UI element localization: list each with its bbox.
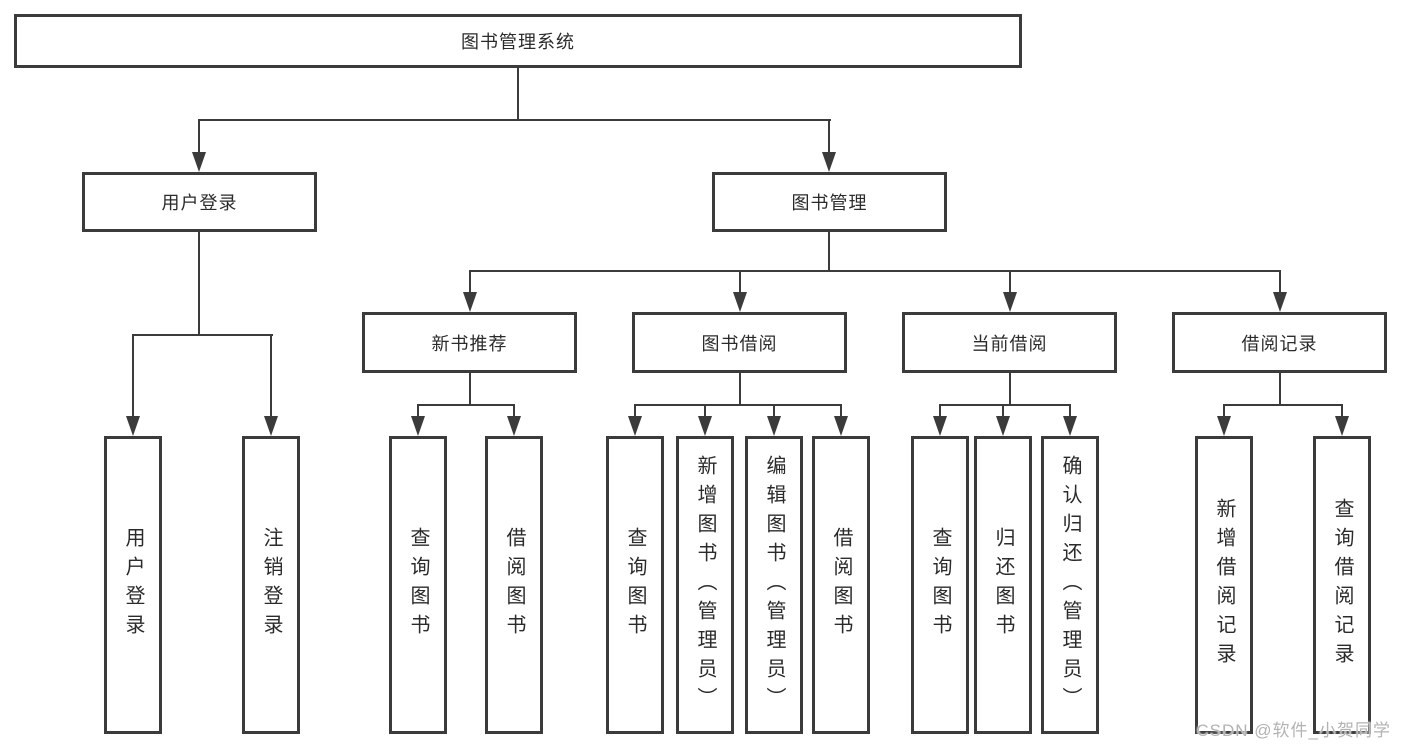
- node-borrowing-records: 借阅记录: [1172, 312, 1387, 373]
- connector-vline: [1009, 373, 1011, 406]
- connector-vline: [840, 404, 842, 419]
- leaf-query-books-recommend: 查询图书: [389, 436, 447, 734]
- leaf-add-borrow-record: 新增借阅记录: [1195, 436, 1253, 734]
- node-book-borrowing: 图书借阅: [632, 312, 847, 373]
- arrowhead-down-icon: [1273, 292, 1287, 312]
- arrowhead-down-icon: [628, 416, 642, 436]
- arrowhead-down-icon: [463, 292, 477, 312]
- arrowhead-down-icon: [996, 416, 1010, 436]
- leaf-logout: 注销登录: [242, 436, 300, 734]
- arrowhead-down-icon: [411, 416, 425, 436]
- connector-vline: [828, 232, 830, 272]
- connector-vline: [739, 373, 741, 406]
- leaf-return-books: 归还图书: [974, 436, 1032, 734]
- connector-vline: [739, 270, 741, 295]
- arrowhead-down-icon: [192, 152, 206, 172]
- connector-hline: [132, 334, 273, 336]
- arrowhead-down-icon: [507, 416, 521, 436]
- connector-vline: [1002, 404, 1004, 419]
- leaf-user-login: 用户登录: [104, 436, 162, 734]
- connector-vline: [517, 68, 519, 121]
- connector-vline: [513, 404, 515, 419]
- connector-hline: [469, 270, 1281, 272]
- connector-vline: [469, 373, 471, 406]
- arrowhead-down-icon: [733, 292, 747, 312]
- leaf-borrow-books-recommend: 借阅图书: [485, 436, 543, 734]
- connector-hline: [939, 404, 1071, 406]
- connector-vline: [939, 404, 941, 419]
- arrowhead-down-icon: [1063, 416, 1077, 436]
- leaf-borrow-books: 借阅图书: [812, 436, 870, 734]
- node-new-book-recommend: 新书推荐: [362, 312, 577, 373]
- leaf-add-books-admin: 新增图书（管理员）: [676, 436, 734, 734]
- connector-vline: [1279, 373, 1281, 406]
- arrowhead-down-icon: [264, 416, 278, 436]
- connector-vline: [634, 404, 636, 419]
- leaf-query-books-borrowing: 查询图书: [606, 436, 664, 734]
- connector-vline: [1069, 404, 1071, 419]
- connector-vline: [1341, 404, 1343, 419]
- arrowhead-down-icon: [767, 416, 781, 436]
- connector-vline: [270, 334, 272, 419]
- node-user-login: 用户登录: [82, 172, 317, 232]
- leaf-confirm-return-admin: 确认归还（管理员）: [1041, 436, 1099, 734]
- connector-vline: [704, 404, 706, 419]
- connector-vline: [1279, 270, 1281, 295]
- arrowhead-down-icon: [834, 416, 848, 436]
- connector-vline: [469, 270, 471, 295]
- connector-vline: [417, 404, 419, 419]
- connector-vline: [198, 232, 200, 336]
- arrowhead-down-icon: [126, 416, 140, 436]
- connector-vline: [1223, 404, 1225, 419]
- connector-hline: [198, 119, 831, 121]
- arrowhead-down-icon: [933, 416, 947, 436]
- connector-vline: [132, 334, 134, 419]
- connector-vline: [1009, 270, 1011, 295]
- connector-hline: [417, 404, 515, 406]
- arrowhead-down-icon: [1217, 416, 1231, 436]
- leaf-query-borrow-record: 查询借阅记录: [1313, 436, 1371, 734]
- arrowhead-down-icon: [698, 416, 712, 436]
- node-current-borrowing: 当前借阅: [902, 312, 1117, 373]
- leaf-query-books-current: 查询图书: [911, 436, 969, 734]
- connector-vline: [773, 404, 775, 419]
- arrowhead-down-icon: [822, 152, 836, 172]
- connector-vline: [198, 119, 200, 155]
- csdn-watermark: CSDN @软件_小贺同学: [1196, 721, 1391, 740]
- connector-hline: [1223, 404, 1343, 406]
- node-book-management: 图书管理: [712, 172, 947, 232]
- connector-vline: [828, 119, 830, 155]
- arrowhead-down-icon: [1335, 416, 1349, 436]
- connector-hline: [634, 404, 842, 406]
- node-library-system: 图书管理系统: [14, 14, 1022, 68]
- leaf-edit-books-admin: 编辑图书（管理员）: [745, 436, 803, 734]
- arrowhead-down-icon: [1003, 292, 1017, 312]
